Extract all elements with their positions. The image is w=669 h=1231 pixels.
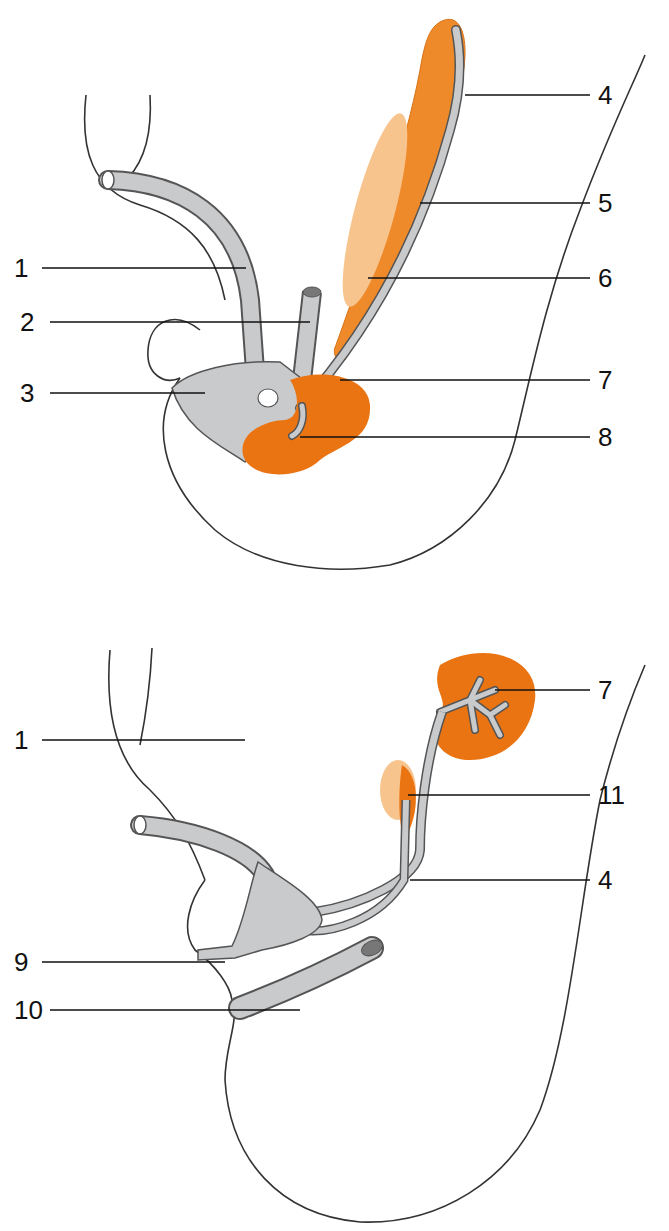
mesonephros-top [330,19,465,360]
rectum-bottom [240,937,385,1008]
callout-number: 5 [598,188,612,218]
callout-number: 4 [598,80,612,110]
callout-number: 6 [598,263,612,293]
kidney-bottom [434,653,535,760]
gonad-bottom [380,760,416,838]
callout-number: 7 [598,365,612,395]
ureter-bottom [315,712,442,912]
callout-number: 9 [14,947,28,977]
body-outline [85,55,645,1222]
callout-number: 11 [598,780,625,810]
callout-number: 1 [14,725,28,755]
metanephros-top [242,374,370,474]
allantois-top [102,171,256,385]
leader-lines [42,95,590,1010]
hindgut-top [302,287,321,380]
bladder-bottom [134,816,322,960]
callout-number: 4 [598,865,612,895]
callout-number: 10 [14,995,43,1025]
callout-number: 8 [598,422,612,452]
mesonephric-duct-top [300,30,459,408]
callout-number: 2 [20,307,34,337]
callout-number: 1 [14,253,28,283]
callout-number: 3 [20,378,34,408]
callout-number: 7 [598,675,612,705]
